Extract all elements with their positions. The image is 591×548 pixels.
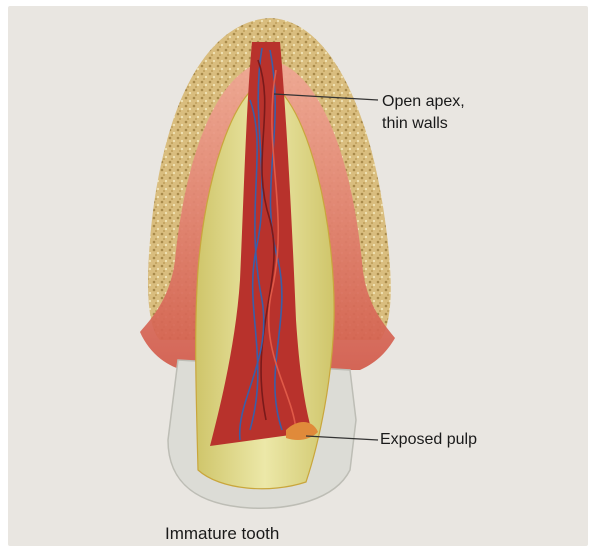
label-thin-walls: thin walls [382, 114, 448, 133]
label-exposed-pulp: Exposed pulp [380, 430, 477, 449]
label-open-apex: Open apex, [382, 92, 465, 111]
figure-caption: Immature tooth [165, 524, 279, 544]
